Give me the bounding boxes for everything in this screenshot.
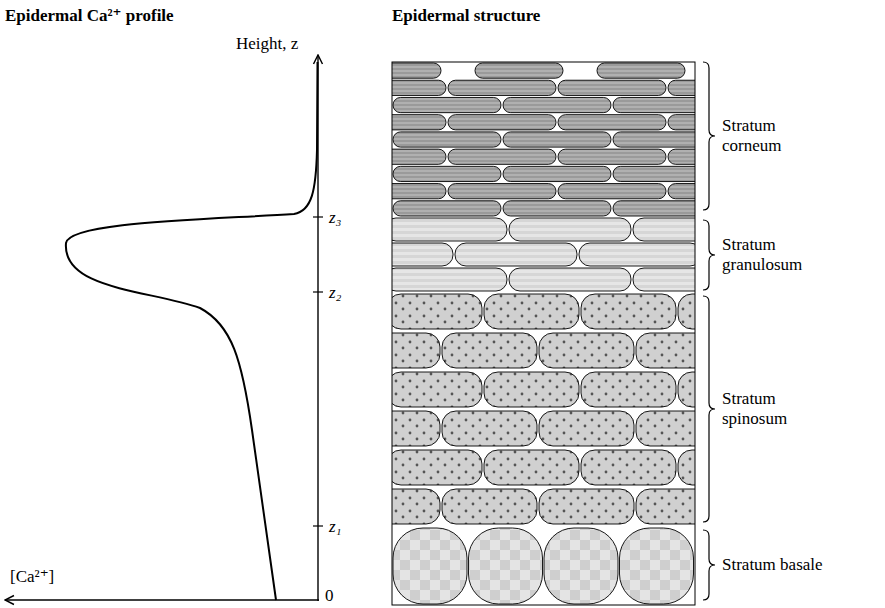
- cell: [448, 115, 556, 130]
- cell: [448, 149, 556, 164]
- cell: [503, 97, 611, 112]
- cell: [668, 80, 695, 95]
- layer-name: Stratum granulosum: [722, 235, 832, 274]
- cell: [392, 450, 482, 485]
- cell: [678, 450, 695, 485]
- cell: [455, 243, 577, 266]
- tick-label: 0: [325, 586, 334, 606]
- cell: [448, 184, 556, 199]
- cell: [393, 132, 501, 147]
- cell: [509, 218, 631, 241]
- tick-label: z₃: [329, 208, 342, 228]
- cell: [392, 268, 507, 291]
- cell: [484, 372, 579, 407]
- epidermis-cells: [392, 63, 695, 604]
- panel-title: Epidermal structure: [392, 6, 540, 26]
- cell: [613, 132, 695, 147]
- brace: [703, 530, 715, 600]
- cell: [442, 411, 537, 446]
- cell: [393, 201, 501, 216]
- cell: [393, 528, 467, 604]
- tick: [313, 216, 323, 217]
- tick: [313, 291, 323, 292]
- calcium-axis: [5, 599, 319, 600]
- cell: [558, 115, 666, 130]
- cell: [613, 201, 695, 216]
- cell: [469, 528, 543, 604]
- cell: [633, 218, 695, 241]
- cell: [484, 294, 579, 329]
- cell: [392, 372, 482, 407]
- axis-label: Height, z: [236, 34, 298, 54]
- brace: [703, 220, 715, 290]
- braces: [703, 62, 715, 600]
- cell: [503, 132, 611, 147]
- cell: [581, 372, 676, 407]
- calcium-curve: [66, 62, 318, 600]
- cell: [539, 333, 634, 368]
- layer-name: Stratum basale: [722, 555, 832, 575]
- layer-name: Stratum corneum: [722, 116, 832, 155]
- cell: [544, 528, 618, 604]
- axis-label: [Ca²⁺]: [10, 567, 54, 587]
- tick: [313, 525, 323, 526]
- cell: [442, 333, 537, 368]
- cell: [539, 489, 634, 524]
- cell: [393, 97, 501, 112]
- cell: [668, 184, 695, 199]
- cell: [613, 166, 695, 181]
- cell: [484, 450, 579, 485]
- layer-name: Stratum spinosum: [722, 389, 832, 428]
- tick-label: z₂: [329, 283, 342, 303]
- cell: [539, 411, 634, 446]
- cell: [636, 489, 695, 524]
- cell: [393, 166, 501, 181]
- cell: [678, 372, 695, 407]
- cell: [392, 184, 446, 199]
- cell: [503, 166, 611, 181]
- cell: [392, 115, 446, 130]
- cell: [392, 80, 446, 95]
- cell: [392, 489, 440, 524]
- cell: [558, 80, 666, 95]
- panel-title: Epidermal Ca²⁺ profile: [5, 6, 174, 26]
- cell: [392, 149, 446, 164]
- cell: [392, 63, 441, 78]
- brace: [703, 296, 715, 522]
- cell: [442, 489, 537, 524]
- cell: [558, 149, 666, 164]
- cell: [558, 184, 666, 199]
- cell: [448, 80, 556, 95]
- cell: [633, 268, 695, 291]
- cell: [620, 528, 694, 604]
- cell: [581, 450, 676, 485]
- cell: [579, 243, 695, 266]
- cell: [392, 218, 507, 241]
- tissue-frame: [392, 62, 695, 605]
- cell: [597, 63, 685, 78]
- tick-label: z₁: [329, 517, 342, 537]
- cell: [613, 97, 695, 112]
- cell: [636, 333, 695, 368]
- cell: [503, 201, 611, 216]
- cell: [668, 149, 695, 164]
- cell: [678, 294, 695, 329]
- brace: [703, 62, 715, 210]
- cell: [581, 294, 676, 329]
- cell: [392, 411, 440, 446]
- cell: [392, 294, 482, 329]
- cell: [392, 333, 440, 368]
- cell: [509, 268, 631, 291]
- cell: [636, 411, 695, 446]
- cell: [392, 243, 453, 266]
- cell: [668, 115, 695, 130]
- cell: [475, 63, 563, 78]
